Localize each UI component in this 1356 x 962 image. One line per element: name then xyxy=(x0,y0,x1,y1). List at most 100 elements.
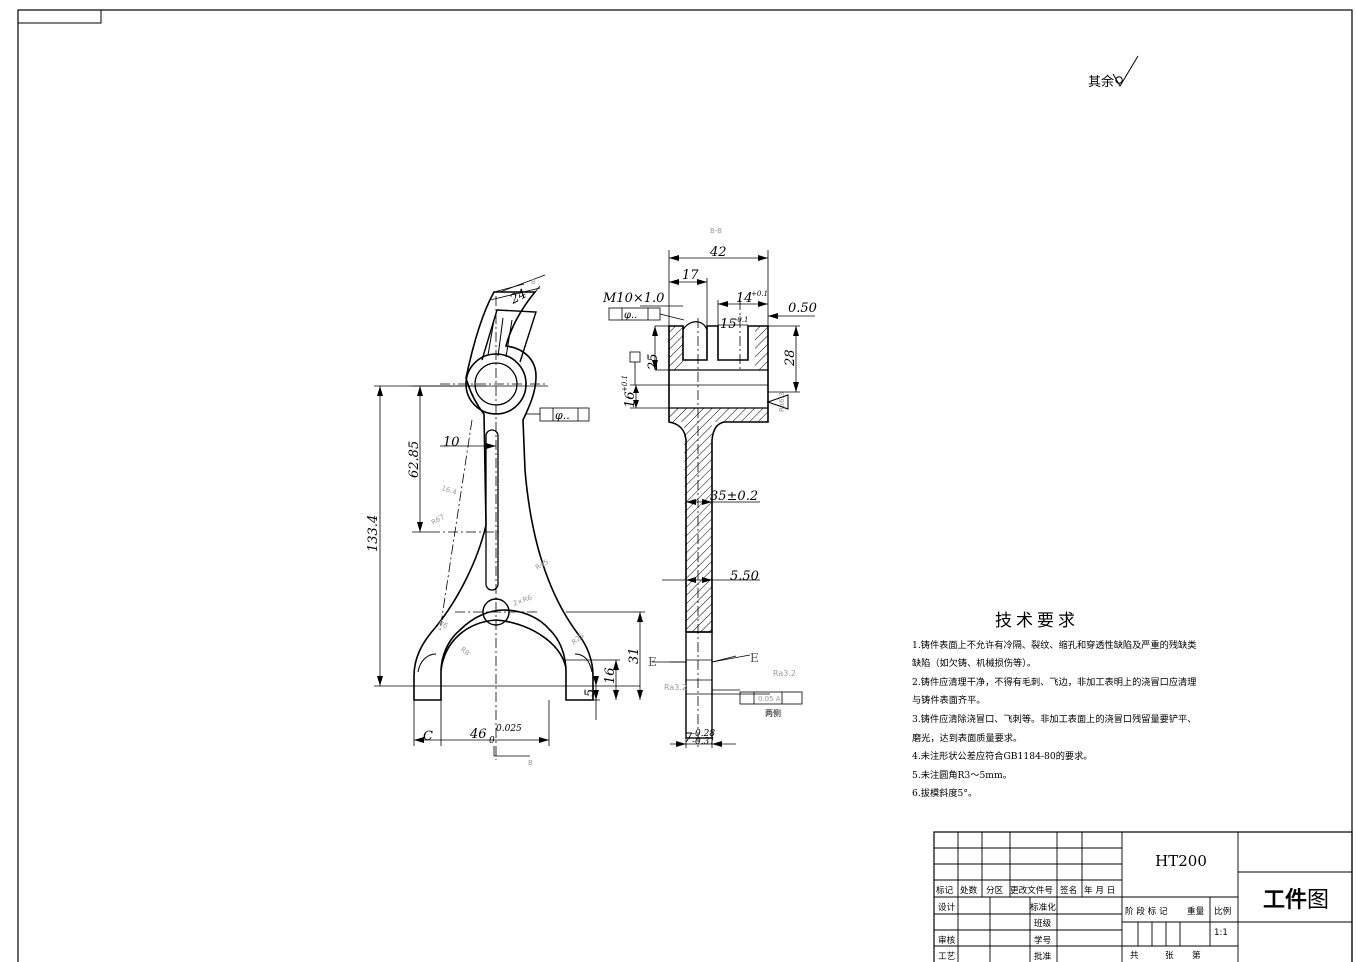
section-mark-top: B xyxy=(531,278,536,286)
tb-process: 工艺 xyxy=(938,952,956,962)
tb-design: 设计 xyxy=(938,903,956,913)
dim-fork-width: 46 xyxy=(469,727,487,742)
tb-sheet-total: 共 xyxy=(1130,951,1139,961)
roughness-other-label: 其余 xyxy=(1088,75,1115,90)
tb-header-date: 年 月 日 xyxy=(1084,886,1116,896)
tb-header-mark: 标记 xyxy=(936,886,954,896)
dim-slot-15-tol: -0.1 xyxy=(735,316,749,324)
ghost-label: R25 xyxy=(570,632,586,647)
dim-fork-height: 31 xyxy=(627,647,642,664)
fcf-hole: φ.. xyxy=(526,407,590,422)
fork-outline xyxy=(413,291,594,701)
ghost-label: R6 xyxy=(437,619,450,631)
ghost-label: 16.4 xyxy=(440,484,458,497)
front-dimension-texts: 133.4 62.85 10 24 46 0.025 0 C 31 16 5 B… xyxy=(366,278,642,767)
tb-header-doc: 更改文件号 xyxy=(1010,886,1053,896)
dim-height-16-tol: +0.1 xyxy=(621,375,629,392)
technical-requirements: 技术要求 1.铸件表面上不允许有冷隔、裂纹、缩孔和穿透性缺陷及严重的残缺类缺陷（… xyxy=(912,612,1202,804)
dim-fork-mid: 16 xyxy=(603,667,618,684)
fcf-hole-value: φ.. xyxy=(555,409,570,422)
fcf-bottom: 0.05 A 两侧 xyxy=(712,689,803,718)
threaded-boss xyxy=(481,309,537,363)
dim-height-28: 28 xyxy=(783,349,798,367)
ghost-label: R67 xyxy=(430,513,446,527)
section-view xyxy=(668,321,769,739)
dim-overall-height: 133.4 xyxy=(366,515,381,552)
datum-marks xyxy=(652,655,737,663)
fcf-thread: φ.. xyxy=(608,307,685,385)
dim-slot-14-tol: +0.1 xyxy=(751,290,768,298)
dim-width: 42 xyxy=(709,245,727,260)
drawing-name-main: 工件 xyxy=(1262,888,1307,913)
front-dimensions xyxy=(374,274,645,757)
dim-height-25: 25 xyxy=(646,353,661,371)
tb-header-sign: 签名 xyxy=(1060,886,1078,896)
section-outline xyxy=(668,325,769,633)
fcf-bottom-value: 0.05 A xyxy=(758,695,781,703)
roughness-mark: Ra6.3 xyxy=(778,392,786,412)
tb-scale-value: 1:1 xyxy=(1214,928,1228,938)
tb-stage: 阶 段 标 记 xyxy=(1125,907,1168,917)
requirement-item: 3.铸件应清除浇冒口、飞刺等。非加工表面上的浇冒口残留量要铲平、磨光，达到表面质… xyxy=(912,713,1197,744)
technical-requirements-title: 技术要求 xyxy=(995,611,1079,631)
tb-standard: 标准化 xyxy=(1030,903,1056,913)
datum-e-right: E xyxy=(750,651,759,665)
dim-slot-15: 15 xyxy=(720,317,737,332)
dim-center-height: 62.85 xyxy=(407,441,422,478)
title-block-grid xyxy=(933,831,1353,962)
tb-scale: 比例 xyxy=(1214,907,1232,917)
fcf-thread-value: φ.. xyxy=(624,310,637,321)
tb-class: 班级 xyxy=(1034,919,1052,929)
dim-web-550: 5.50 xyxy=(730,569,759,584)
dim-fork-tol-upper: 0.025 xyxy=(496,724,522,734)
dim-fork-tol-lower: 0 xyxy=(489,736,495,746)
requirement-item: 1.铸件表面上不允许有冷隔、裂纹、缩孔和穿透性缺陷及严重的残缺类缺陷（如欠铸、机… xyxy=(912,639,1197,670)
drawing-name: 工件图 xyxy=(1240,882,1352,914)
roughness-mark: Ra3.2 xyxy=(664,683,687,692)
tb-review: 审核 xyxy=(938,936,956,946)
section-centerlines xyxy=(697,300,741,748)
roughness-mark: Ra3.2 xyxy=(773,669,796,678)
section-arrowheads xyxy=(633,255,799,747)
tb-header-count: 处数 xyxy=(960,886,978,896)
dim-offset: 10 xyxy=(443,435,460,450)
section-dimension-texts: 42 17 M10×1.0 14 +0.1 15 -0.1 0.50 28 25… xyxy=(602,245,817,747)
dim-web-35: 35±0.2 xyxy=(710,489,758,504)
dim-height-16: 16 xyxy=(623,391,638,408)
both-sides-note: 两侧 xyxy=(765,708,781,718)
requirement-item: 6.拔模斜度5°。 xyxy=(912,788,978,800)
requirement-item: 5.未注圆角R3～5mm。 xyxy=(912,769,1012,781)
ghost-label: 2×R6 xyxy=(512,593,534,607)
dim-offset-050: 0.50 xyxy=(788,301,817,316)
ghost-label: R8 xyxy=(459,645,471,657)
dim-gap: C xyxy=(423,729,433,744)
tb-sheet-unit: 张 xyxy=(1165,951,1174,961)
dim-foot-7: 7 xyxy=(684,731,693,746)
ghost-label: R45 xyxy=(534,558,550,572)
section-mark-bottom: B xyxy=(528,759,533,767)
dim-left-part: 17 xyxy=(682,268,699,283)
dim-foot-7-tol-upper: -0.28 xyxy=(692,729,715,739)
section-label: B-B xyxy=(710,227,722,235)
dim-slot-14: 14 xyxy=(736,291,753,306)
tb-weight: 重量 xyxy=(1187,907,1205,917)
dim-thread: M10×1.0 xyxy=(602,291,664,306)
sheet-border xyxy=(17,9,1353,962)
tb-student-id: 学号 xyxy=(1034,936,1052,946)
front-arrowheads xyxy=(377,386,643,743)
requirement-item: 4.未注形状公差应符合GB1184-80的要求。 xyxy=(912,751,1093,763)
front-centerlines xyxy=(430,296,548,760)
tb-sheet-num: 第 xyxy=(1192,951,1201,961)
front-view xyxy=(413,291,594,701)
tb-approve: 批准 xyxy=(1034,952,1052,962)
datum-e-left: E xyxy=(648,655,657,669)
machined-surface-symbol-icon xyxy=(1112,55,1139,87)
dim-fork-low: 5 xyxy=(583,689,598,697)
tb-header-zone: 分区 xyxy=(986,886,1004,896)
requirement-item: 2.铸件应清理干净，不得有毛刺、飞边，非加工表明上的浇冒口应清理与铸件表面齐平。 xyxy=(912,676,1197,707)
dim-foot-7-tol-lower: -0.31 xyxy=(692,737,715,747)
roughness-symbol-icon xyxy=(766,394,789,410)
dim-top-width: 24 xyxy=(507,287,530,308)
material-value: HT200 xyxy=(1155,852,1207,870)
